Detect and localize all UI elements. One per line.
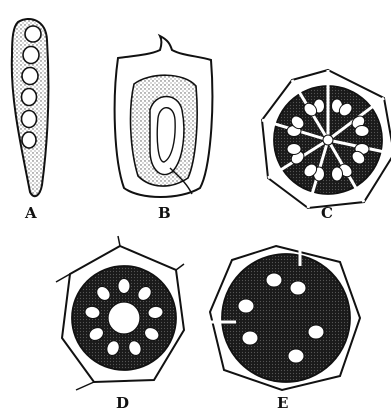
label-b: B [158, 204, 171, 222]
label-d: D [116, 394, 129, 412]
label-e: E [277, 394, 288, 412]
label-c: C [321, 204, 333, 222]
diagram-d-free-central [48, 236, 184, 390]
diagram-e-parietal [210, 246, 360, 390]
label-a: A [24, 204, 37, 222]
diagram-c-axile [262, 70, 391, 208]
diagram-b-ovule [115, 36, 213, 197]
diagram-a-pod [12, 19, 49, 196]
